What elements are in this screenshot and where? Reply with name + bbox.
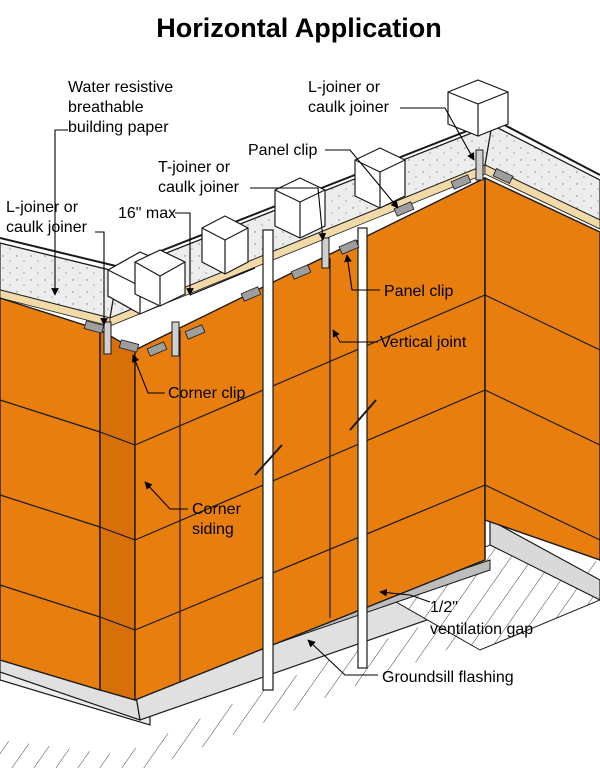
label-l-joiner-right-2: caulk joiner (308, 99, 390, 116)
label-l-joiner-right-1: L-joiner or (308, 79, 381, 96)
callout-building-paper: Water resistive breathable building pape… (68, 79, 173, 136)
label-l-joiner-left-2: caulk joiner (6, 219, 88, 236)
callout-t-joiner: T-joiner or caulk joiner (158, 159, 240, 196)
callout-vent-gap: 1/2" ventilation gap (430, 599, 533, 638)
callout-corner-siding: Corner siding (192, 501, 242, 538)
panel-clips (83, 168, 514, 357)
label-vent-gap-1: 1/2" (430, 599, 458, 616)
siding-return-face (484, 176, 600, 561)
stud-cutaway-right (349, 227, 377, 669)
label-building-paper-2: breathable (68, 99, 144, 116)
label-t-joiner-2: caulk joiner (158, 179, 240, 196)
label-panel-clip-right: Panel clip (384, 283, 453, 300)
siding-left-face (0, 297, 101, 691)
leader-lines (51, 107, 475, 676)
label-spacing: 16" max (118, 205, 176, 222)
label-building-paper-1: Water resistive (68, 79, 173, 96)
diagram-title: Horizontal Application (156, 13, 442, 43)
label-vertical-joint: Vertical joint (380, 334, 467, 351)
label-l-joiner-left-1: L-joiner or (6, 199, 79, 216)
label-building-paper-3: building paper (68, 119, 169, 136)
label-corner-siding-1: Corner (192, 501, 242, 518)
label-t-joiner-1: T-joiner or (158, 159, 231, 176)
foundation-return (489, 518, 600, 601)
studs (107, 79, 509, 315)
label-vent-gap-2: ventilation gap (430, 621, 533, 638)
corner-siding (99, 328, 136, 701)
callout-l-joiner-left: L-joiner or caulk joiner (6, 199, 88, 236)
vertical-joints (179, 178, 486, 682)
sheathing-return (484, 164, 600, 230)
label-panel-clip-top: Panel clip (248, 142, 317, 159)
label-corner-siding-2: siding (192, 521, 234, 538)
label-corner-clip: Corner clip (168, 385, 245, 402)
horizontal-joints (0, 294, 600, 631)
label-groundsill: Groundsill flashing (382, 669, 514, 686)
stud-cutaway-left (254, 229, 283, 691)
callout-l-joiner-right: L-joiner or caulk joiner (308, 79, 390, 116)
